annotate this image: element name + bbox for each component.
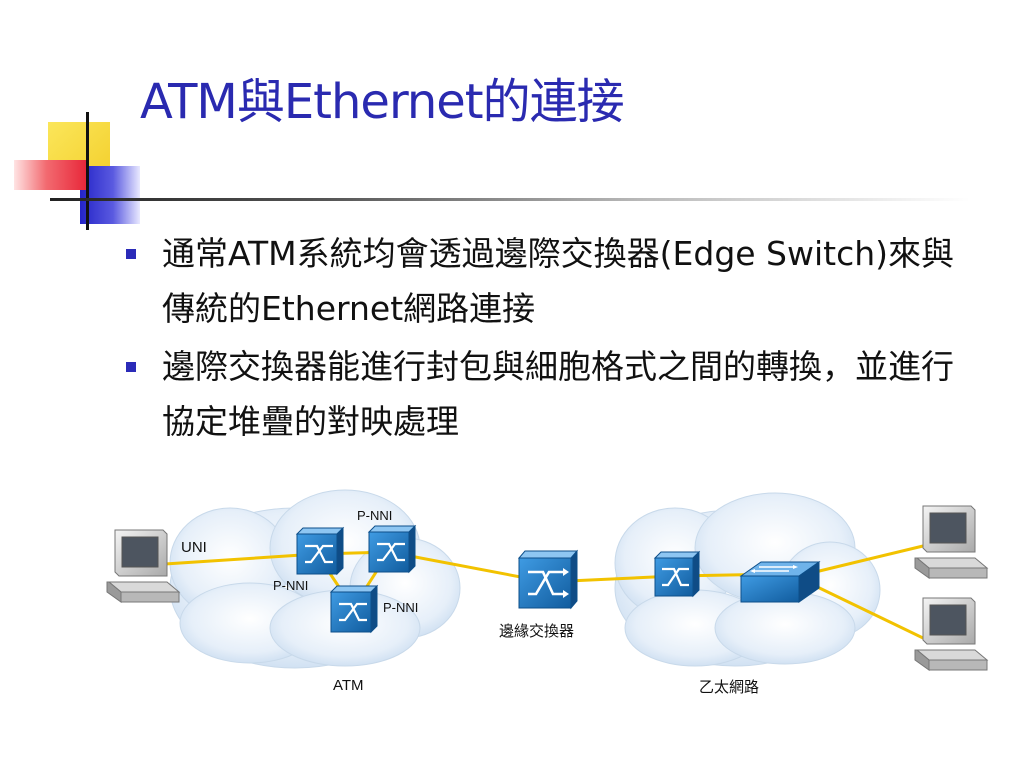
atm-switch-icon (329, 584, 379, 634)
deco-red-square (14, 160, 86, 190)
slide-title: ATM與Ethernet的連接 (140, 74, 625, 130)
bullet-item: 邊際交換器能進行封包與細胞格式之間的轉換，並進行協定堆疊的對映處理 (122, 339, 982, 449)
right-computer-bottom (914, 597, 989, 671)
link-host-top (805, 544, 925, 576)
label-edge-switch: 邊緣交換器 (499, 622, 574, 640)
edge-switch-icon (517, 549, 579, 610)
deco-vertical-line (86, 112, 89, 230)
desktop-computer-icon (914, 597, 989, 671)
bullet-text: 邊際交換器能進行封包與細胞格式之間的轉換，並進行協定堆疊的對映處理 (162, 347, 954, 441)
ethernet-atm-switch (653, 550, 701, 598)
ethernet-switch-icon (739, 561, 821, 603)
title-underline (50, 198, 970, 201)
left-computer (106, 529, 181, 603)
edge-switch (517, 549, 579, 610)
label-uni: UNI (181, 539, 207, 556)
atm-switch-icon (367, 524, 417, 574)
ethernet-switch (739, 561, 821, 603)
right-computer-top (914, 505, 989, 579)
link-host-bottom (805, 580, 925, 640)
label-ethernet-cloud: 乙太網路 (699, 679, 759, 696)
label-atm-cloud: ATM (333, 677, 364, 694)
label-pnni-right: P-NNI (383, 600, 418, 615)
atm-switch-bottom (329, 584, 379, 634)
desktop-computer-icon (106, 529, 181, 603)
network-diagram: UNI P-NNI P-NNI P-NNI 邊緣交換器 ATM 乙太網路 (106, 489, 989, 696)
label-pnni-left: P-NNI (273, 578, 308, 593)
bullet-square-icon (126, 362, 136, 372)
bullet-square-icon (126, 249, 136, 259)
link-uni (163, 552, 319, 566)
label-pnni-top: P-NNI (357, 508, 392, 523)
deco-blue-square (80, 166, 140, 224)
atm-switch-top-left (295, 526, 345, 576)
atm-cloud (169, 489, 461, 669)
bullet-list: 通常ATM系統均會透過邊際交換器(Edge Switch)來與傳統的Ethern… (122, 226, 982, 452)
desktop-computer-icon (914, 505, 989, 579)
network-cloud-icon (169, 489, 461, 669)
atm-switch-icon (295, 526, 345, 576)
bullet-text: 通常ATM系統均會透過邊際交換器(Edge Switch)來與傳統的Ethern… (162, 234, 955, 328)
atm-switch-top-right (367, 524, 417, 574)
atm-switch-icon (653, 550, 701, 598)
bullet-item: 通常ATM系統均會透過邊際交換器(Edge Switch)來與傳統的Ethern… (122, 226, 982, 336)
